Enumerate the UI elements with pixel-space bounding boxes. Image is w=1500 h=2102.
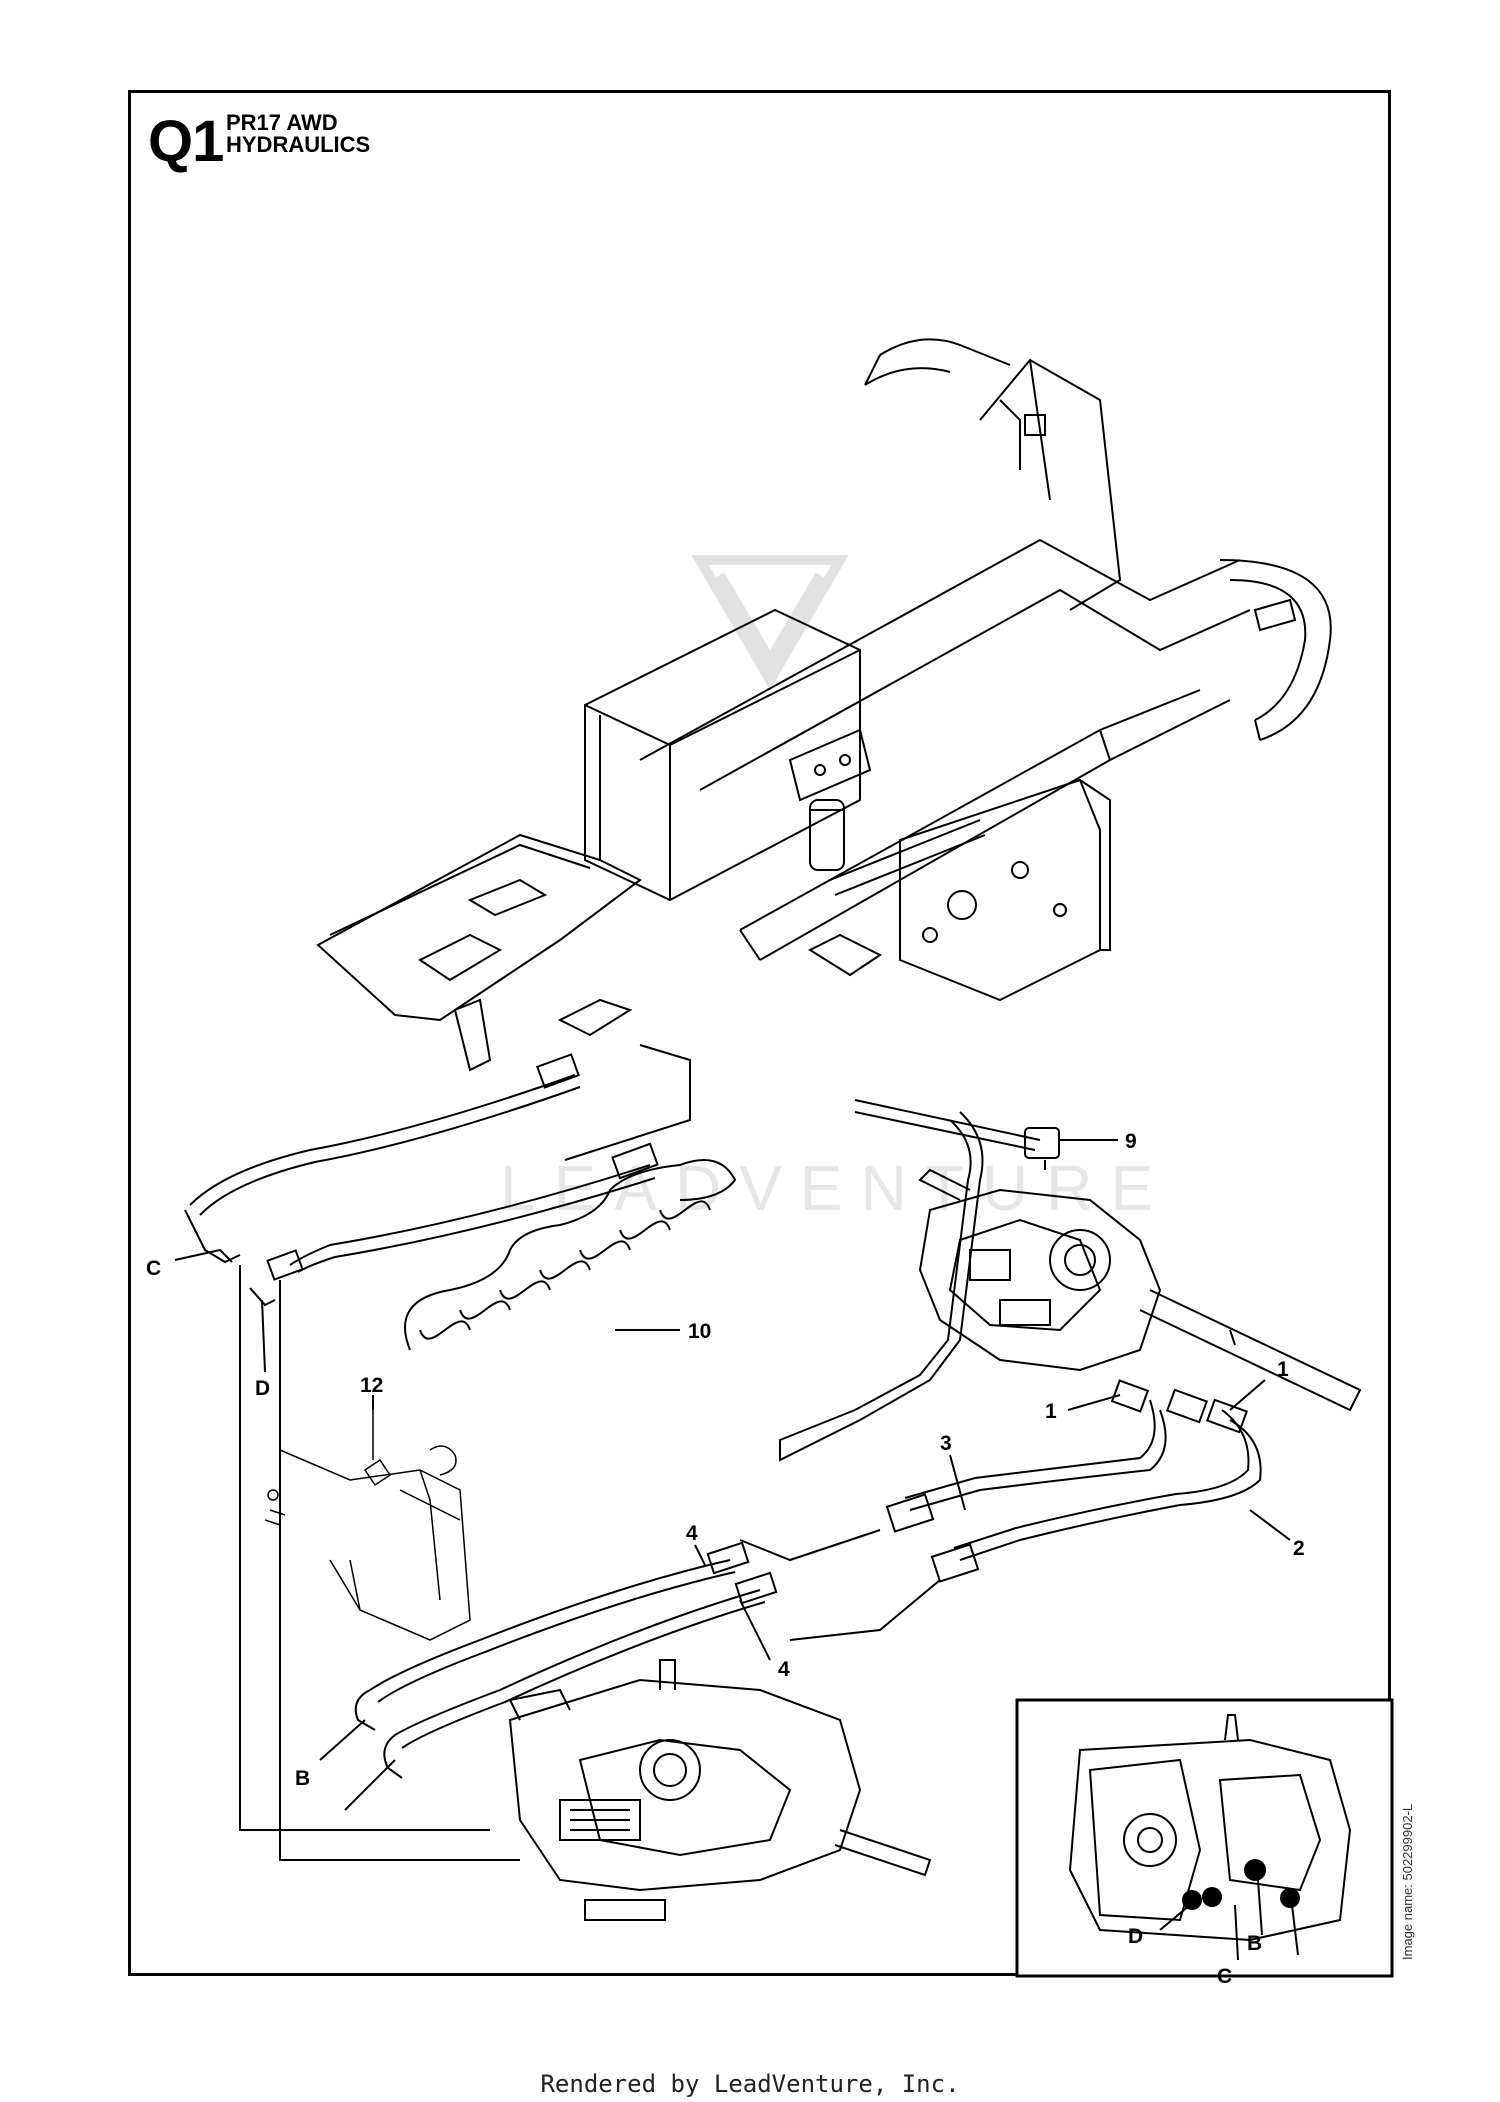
section-code: Q1 <box>148 109 224 174</box>
callout-D: D <box>255 1377 270 1400</box>
render-credit: Rendered by LeadVenture, Inc. <box>540 2070 960 2098</box>
callout-C: C <box>146 1257 161 1280</box>
callout-labels: 9 10 12 1 1 2 3 4 4 C D B D C B <box>146 1130 1305 1988</box>
drawing-frame <box>128 90 1391 1976</box>
callout-10: 10 <box>688 1320 711 1343</box>
image-name-label: Image name: 502299902-L <box>1400 1803 1415 1960</box>
callout-4-lower: 4 <box>778 1658 790 1681</box>
linkage-rod <box>779 1099 1060 1462</box>
upper-hoses <box>174 1044 691 1861</box>
diagram-title: PR17 AWD HYDRAULICS <box>226 112 370 156</box>
callout-3: 3 <box>940 1432 952 1455</box>
watermark-text: LEADVENTURE <box>500 1152 1171 1224</box>
rear-transaxle <box>508 1659 932 1921</box>
inset-callout-D: D <box>1128 1925 1143 1948</box>
front-transaxle <box>918 1168 1362 1434</box>
hoses-front <box>739 1399 1262 1641</box>
title-line-model: PR17 AWD <box>226 110 338 135</box>
inset-detail <box>1015 1698 1394 1978</box>
reservoir-bracket <box>264 1410 471 1641</box>
callout-1-upper: 1 <box>1277 1358 1289 1381</box>
title-line-system: HYDRAULICS <box>226 132 371 157</box>
callout-1-lower: 1 <box>1045 1400 1057 1423</box>
leadventure-watermark: LEADVENTURE <box>500 555 1171 1224</box>
callout-4-upper: 4 <box>686 1522 698 1545</box>
inset-callout-B: B <box>1247 1932 1262 1955</box>
callout-12: 12 <box>360 1374 383 1397</box>
callout-B: B <box>295 1767 310 1790</box>
callout-9: 9 <box>1125 1130 1137 1153</box>
inset-callout-C: C <box>1217 1965 1232 1988</box>
callout-leaders <box>319 1139 1291 1811</box>
coil-spring <box>404 1159 737 1351</box>
callout-2: 2 <box>1293 1537 1305 1560</box>
tractor-frame <box>316 338 1332 1072</box>
hoses-rear <box>354 1541 778 1779</box>
